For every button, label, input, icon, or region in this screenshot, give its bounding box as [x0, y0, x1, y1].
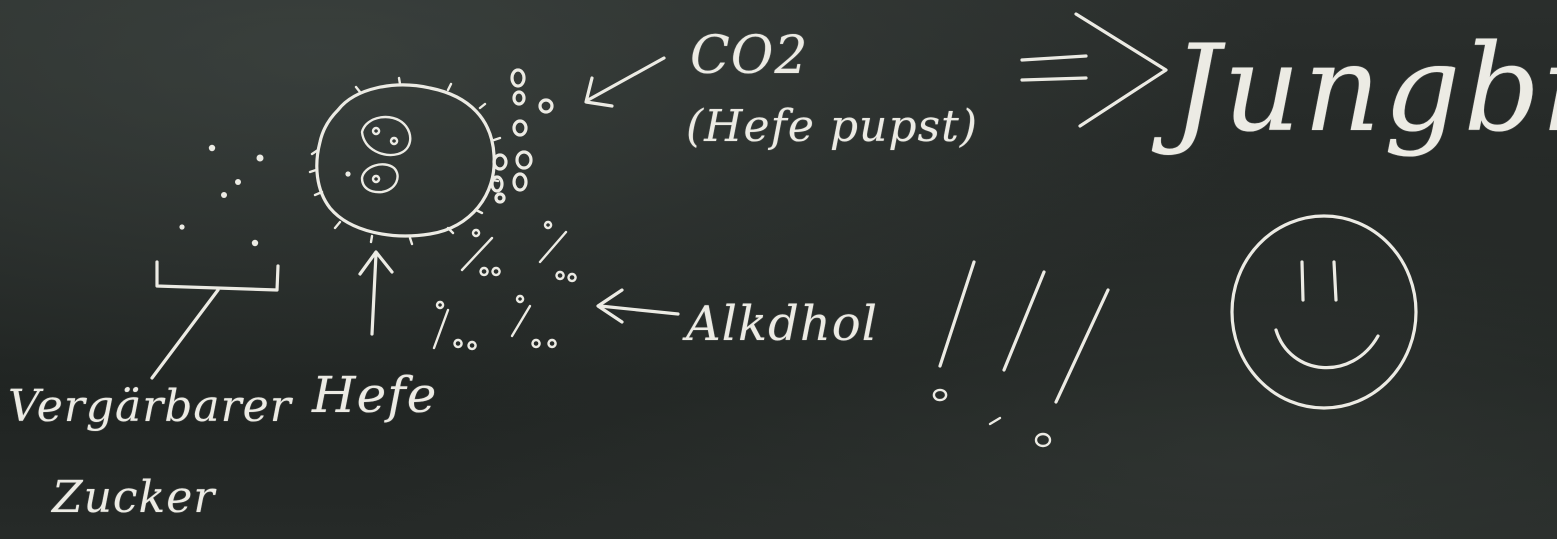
yeast-cell-outline [315, 83, 496, 238]
yeast-label: Hefe [312, 366, 438, 424]
alcohol-label: Alkdhol [686, 296, 878, 352]
alcohol-permille-signs [432, 220, 577, 351]
co2-arrow [584, 56, 666, 108]
co2-bubble [512, 119, 528, 137]
exclamation-dot [932, 388, 948, 402]
yeast-cell [308, 76, 502, 246]
exclamation-stroke [1002, 270, 1046, 372]
co2-bubble [492, 153, 508, 171]
yeast-dot [345, 171, 351, 177]
sugar-dot [256, 154, 264, 162]
sugar-dot [208, 144, 216, 152]
yeast-cell-texture [308, 76, 502, 246]
sugar-dot [235, 179, 241, 185]
permille-sign [460, 228, 501, 277]
sugar-dot [221, 192, 227, 198]
smiley-outline [1230, 214, 1418, 410]
smiley-eye [1300, 260, 1305, 302]
smiley-eye [1332, 260, 1338, 302]
co2-bubbles [490, 68, 554, 204]
exclamation-marks [932, 260, 1110, 448]
sugar-dot [179, 224, 185, 230]
co2-bubble [490, 175, 504, 193]
sugar-particles [179, 144, 264, 247]
yeast-face-bottom [360, 163, 399, 194]
permille-sign [432, 300, 477, 351]
co2-bubble [494, 192, 506, 204]
exclamation-dot [988, 416, 1002, 426]
smiley-face-icon [1230, 214, 1418, 410]
yeast-remark: (Hefe pupst) [686, 101, 978, 152]
permille-sign [510, 294, 557, 349]
sugar-bracket [155, 260, 280, 292]
exclamation-dot [1034, 432, 1052, 448]
sugar-label-line1: Vergärbarer [8, 381, 292, 432]
smiley-mouth [1274, 328, 1380, 370]
co2-label: CO2 [690, 26, 809, 86]
exclamation-stroke [1054, 288, 1110, 404]
alcohol-arrow [596, 288, 680, 324]
sugar-label-line2: Zucker [52, 472, 216, 523]
sugar-pointer-line [150, 288, 220, 380]
sugar-dot [251, 239, 259, 247]
yeast-face-top [360, 115, 412, 157]
yeast-arrow [358, 250, 394, 336]
co2-bubble [515, 150, 533, 170]
permille-sign [538, 220, 577, 283]
result-label: Jungbier [1172, 20, 1557, 159]
co2-bubble [538, 98, 554, 114]
co2-bubble [512, 172, 528, 192]
co2-bubble [510, 68, 526, 88]
implies-arrow [1020, 12, 1168, 128]
co2-bubble [512, 90, 526, 106]
exclamation-stroke [938, 260, 976, 368]
